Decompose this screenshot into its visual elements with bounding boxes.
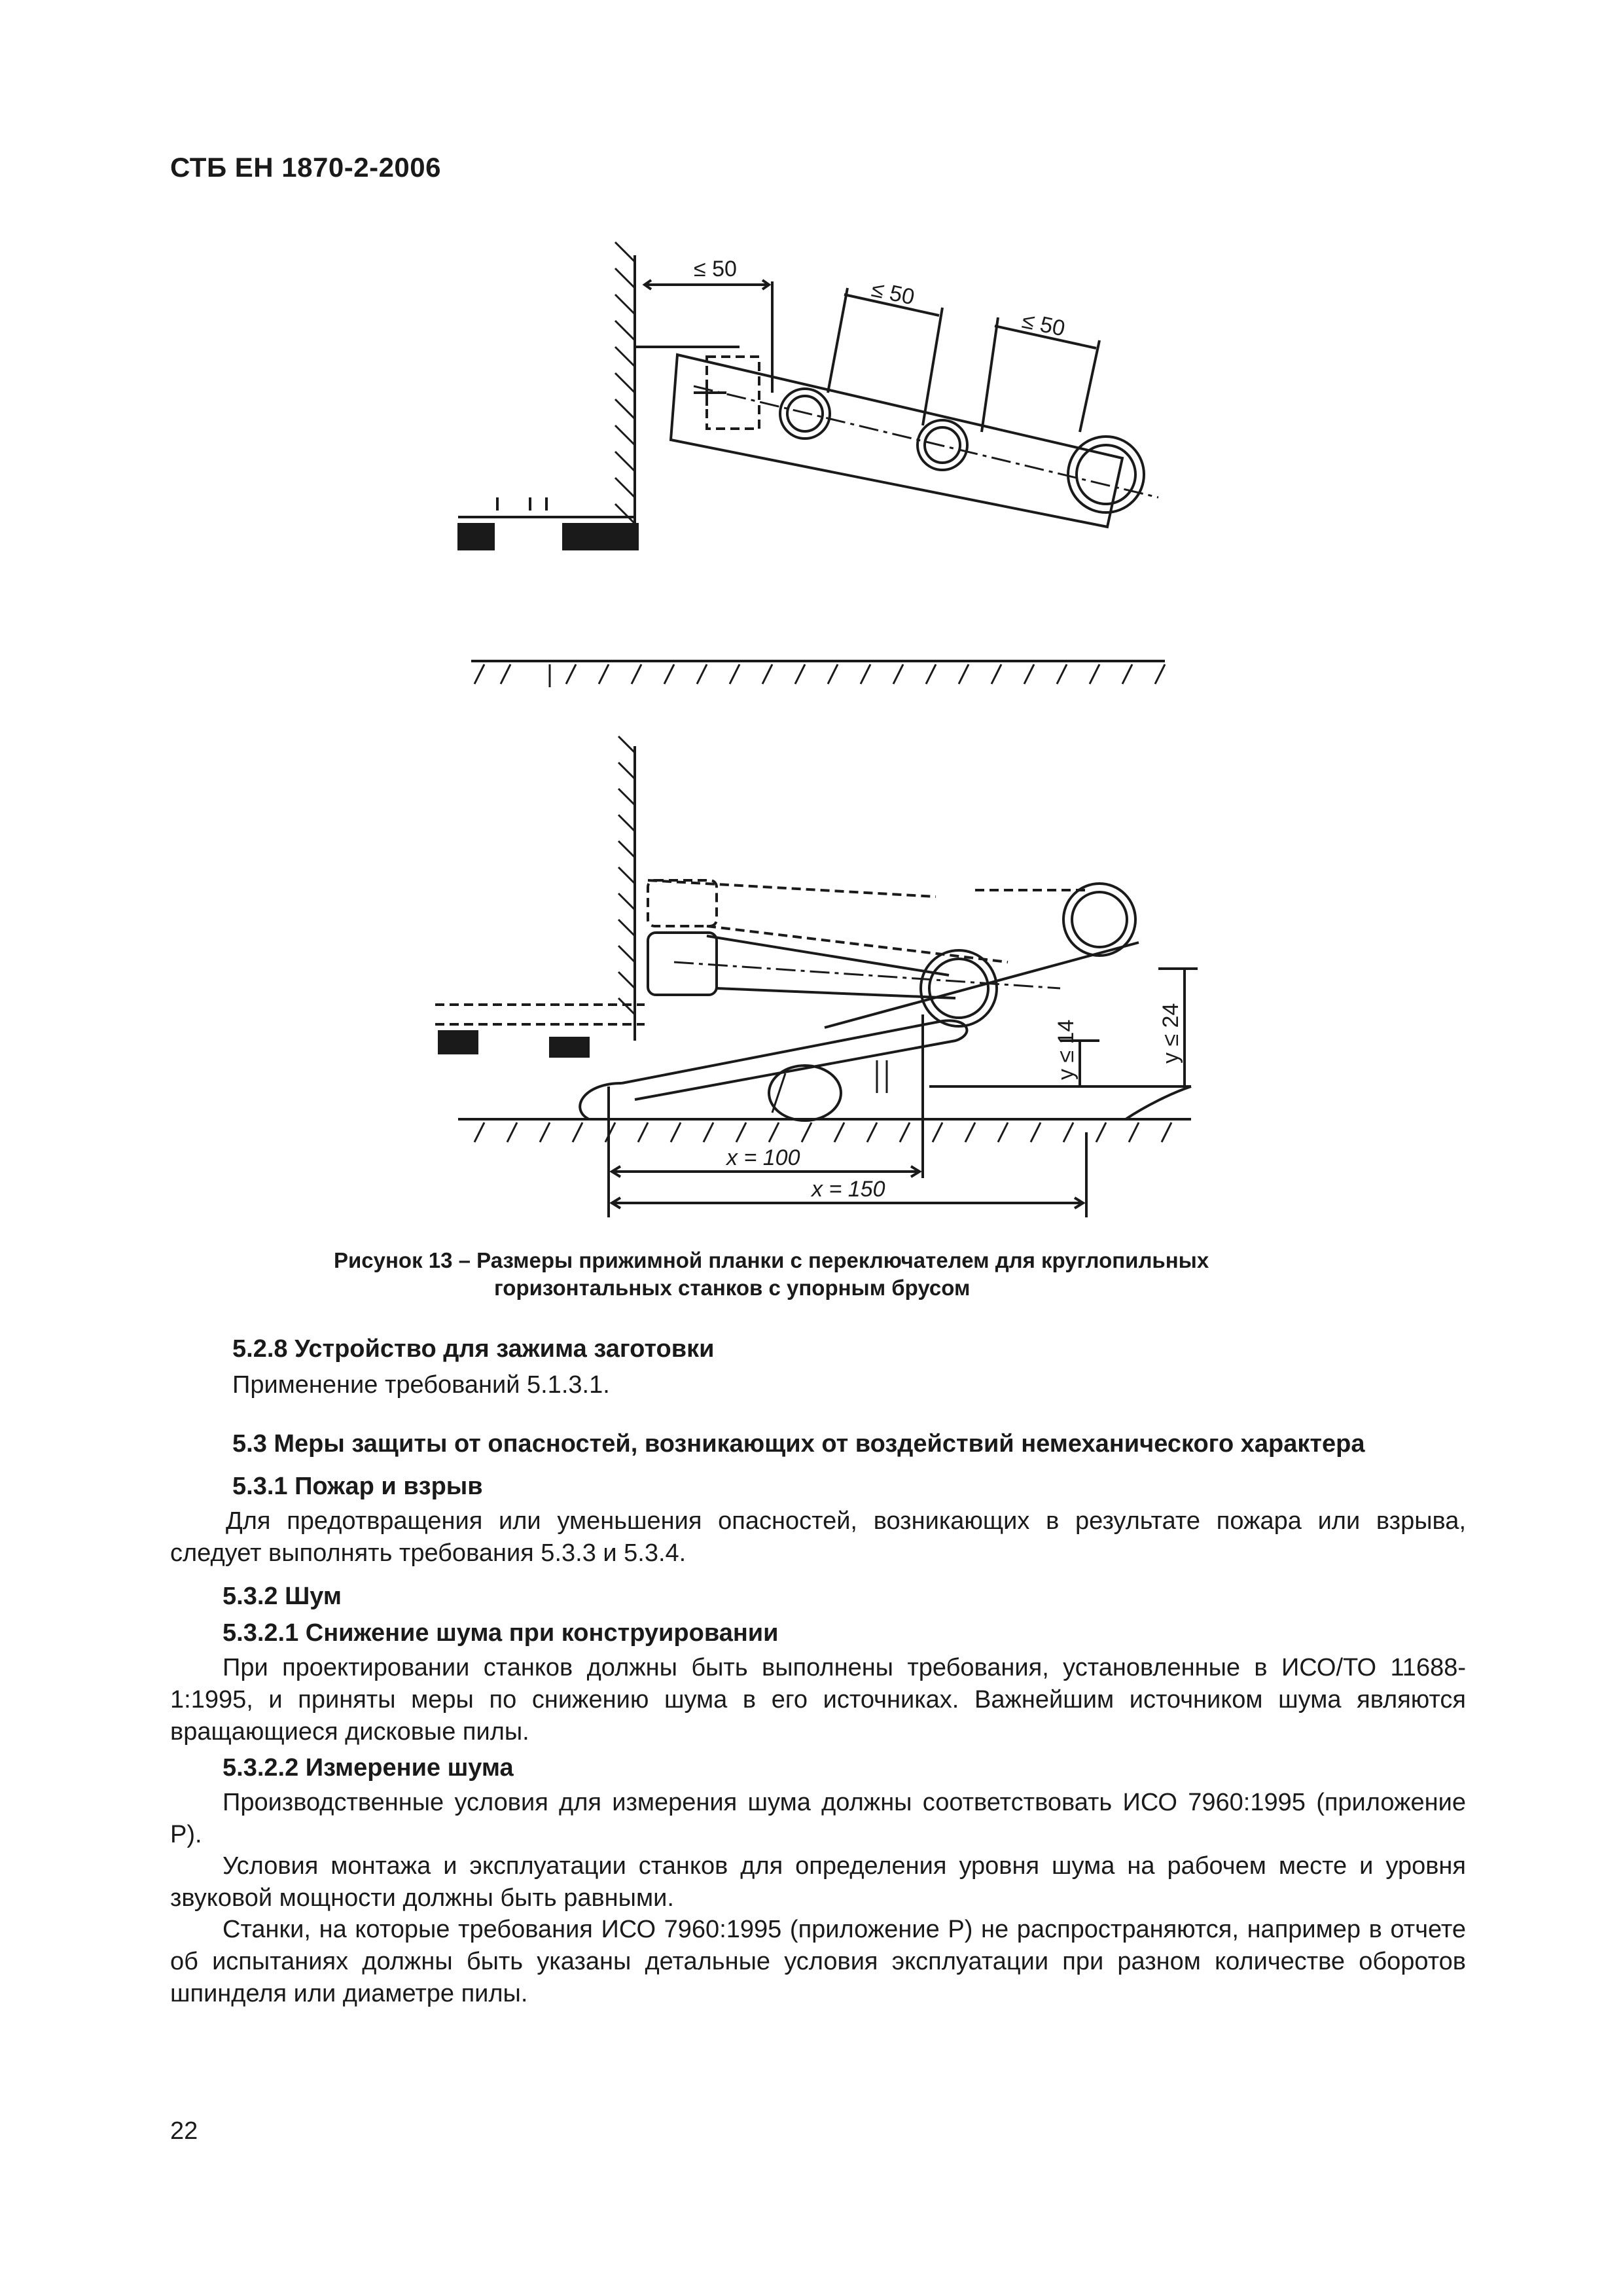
caption-line: Рисунок 13 – Размеры прижимной планки с … (334, 1248, 1209, 1272)
dim-label: y ≤ 24 (1158, 1003, 1183, 1064)
paragraph: Для предотвращения или уменьшения опасно… (170, 1507, 1466, 1567)
dim-label: ≤ 50 (1020, 308, 1067, 342)
paragraph: При проектировании станков должны быть в… (170, 1654, 1466, 1746)
dim-label: x = 100 (725, 1145, 800, 1170)
section-heading: 5.3.2.2 Измерение шума (223, 1754, 514, 1782)
paragraph: Условия монтажа и эксплуатации станков д… (170, 1852, 1466, 1912)
dim-label: x = 150 (810, 1177, 885, 1202)
section-heading: 5.3.1 Пожар и взрыв (232, 1473, 483, 1500)
paragraph: Станки, на которые требования ИСО 7960:1… (170, 1916, 1466, 2007)
paragraph: Применение требований 5.1.3.1. (232, 1371, 610, 1399)
dim-label: ≤ 50 (869, 277, 916, 310)
document-id: СТБ ЕН 1870-2-2006 (170, 152, 442, 183)
section-heading: 5.2.8 Устройство для зажима заготовки (232, 1335, 715, 1363)
section-heading: 5.3 Меры защиты от опасностей, возникающ… (232, 1430, 1365, 1458)
page-number: 22 (170, 2117, 198, 2145)
dim-label: y ≤ 14 (1054, 1020, 1079, 1080)
dim-label: ≤ 50 (694, 257, 737, 281)
section-heading: 5.3.2 Шум (223, 1583, 342, 1610)
figure-13-drawing: ≤ 50 ≤ 50 ≤ 50 y ≤ 14 y ≤ 24 x = 100 x =… (435, 241, 1198, 1217)
caption-line: горизонтальных станков с упорным брусом (494, 1276, 971, 1300)
section-heading: 5.3.2.1 Снижение шума при конструировани… (223, 1619, 779, 1647)
paragraph: Производственные условия для измерения ш… (170, 1789, 1466, 1848)
